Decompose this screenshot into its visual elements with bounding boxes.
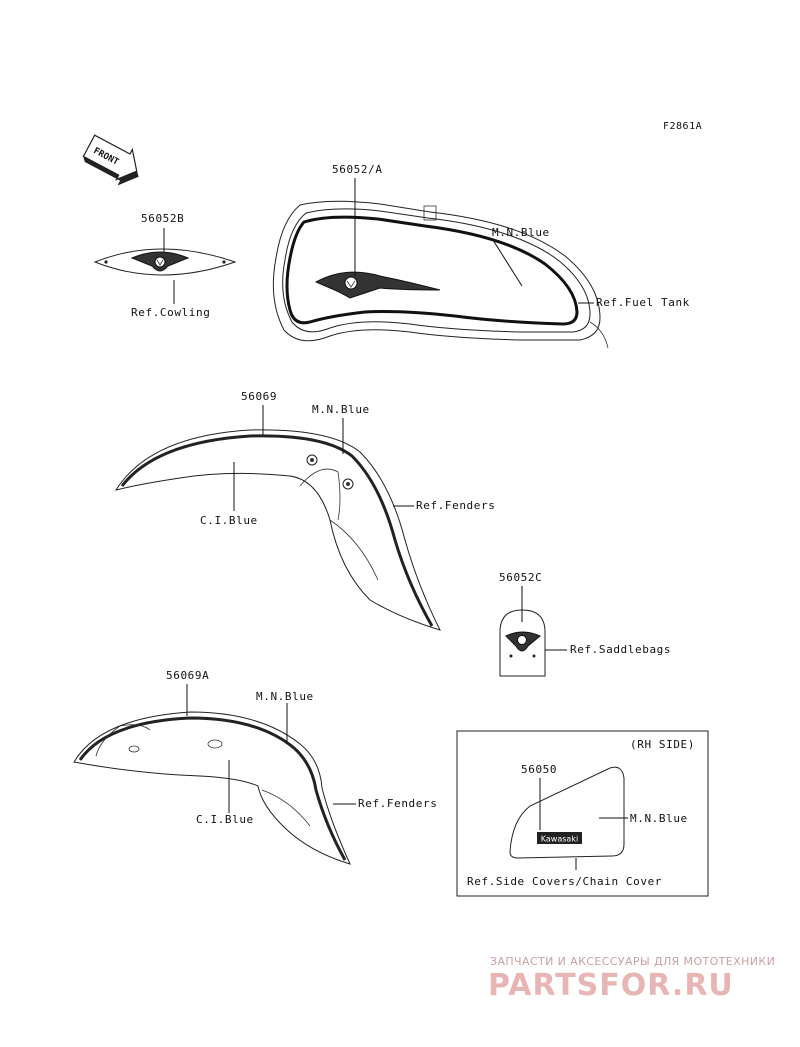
rear-fender-stripe-color: M.N.Blue xyxy=(256,690,314,703)
rear-fender xyxy=(73,711,351,865)
fuel-tank-decal xyxy=(272,200,609,349)
rear-fender-part-number: 56069A xyxy=(166,669,209,682)
fuel-tank-color: M.N.Blue xyxy=(492,226,550,239)
rear-fender-body-color: C.I.Blue xyxy=(196,813,254,826)
saddlebag-part-number: 56052C xyxy=(499,571,542,584)
front-fender-stripe-color: M.N.Blue xyxy=(312,403,370,416)
side-cover-ref: Ref.Side Covers/Chain Cover xyxy=(467,875,662,888)
kawasaki-logo xyxy=(537,832,582,844)
side-cover-color: M.N.Blue xyxy=(630,812,688,825)
cowling-ref: Ref.Cowling xyxy=(131,306,210,319)
saddlebag-ref: Ref.Saddlebags xyxy=(570,643,671,656)
front-arrow-icon: FRONT xyxy=(82,134,139,186)
cowling-part-number: 56052B xyxy=(141,212,184,225)
front-fender-ref: Ref.Fenders xyxy=(416,499,495,512)
front-fender-part-number: 56069 xyxy=(241,390,277,403)
fuel-tank-ref: Ref.Fuel Tank xyxy=(596,296,690,309)
rh-side-box xyxy=(456,730,709,897)
front-fender xyxy=(114,429,441,631)
cowling-emblem xyxy=(93,248,237,276)
front-fender-body-color: C.I.Blue xyxy=(200,514,258,527)
figure-code: F2861A xyxy=(663,121,702,132)
fuel-tank-part-number: 56052/A xyxy=(332,163,383,176)
rh-side-note: (RH SIDE) xyxy=(630,738,695,751)
rear-fender-ref: Ref.Fenders xyxy=(358,797,437,810)
side-cover: Kawasaki xyxy=(509,766,625,859)
watermark-brand: PARTSFOR.RU xyxy=(488,968,734,1003)
side-cover-part-number: 56050 xyxy=(521,763,557,776)
watermark-tagline: ЗАПЧАСТИ И АКСЕССУАРЫ ДЛЯ МОТОТЕХНИКИ xyxy=(490,955,775,968)
kawasaki-logo-text: Kawasaki xyxy=(541,835,578,844)
